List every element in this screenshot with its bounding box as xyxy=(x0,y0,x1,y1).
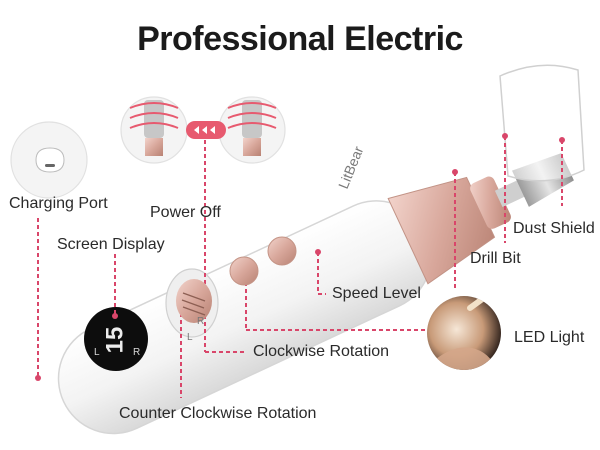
screen-value: 15 xyxy=(101,326,129,354)
rotation-insets xyxy=(120,96,286,164)
led-light-inset xyxy=(427,296,501,370)
label-speed-level: Speed Level xyxy=(332,285,421,302)
switch-right-mark: R xyxy=(197,316,205,327)
rose-gold-collar xyxy=(387,176,511,285)
screen-left-mark: L xyxy=(94,347,100,358)
label-power-off: Power Off xyxy=(150,204,221,221)
label-clockwise: Clockwise Rotation xyxy=(253,343,390,360)
power-button xyxy=(176,279,212,323)
speed-buttons xyxy=(229,236,297,286)
dust-shield xyxy=(499,64,585,182)
label-counter-clockwise: Counter Clockwise Rotation xyxy=(119,405,317,422)
label-drill-bit: Drill Bit xyxy=(470,250,521,267)
switch-left-mark: L xyxy=(187,332,193,343)
charging-port-inset xyxy=(10,121,88,199)
direction-arrows xyxy=(186,121,226,139)
display-screen xyxy=(84,307,148,371)
label-led-light: LED Light xyxy=(514,329,585,346)
label-charging-port: Charging Port xyxy=(9,195,108,212)
page-title: Professional Electric xyxy=(137,20,463,58)
label-screen-display: Screen Display xyxy=(57,236,165,253)
label-dust-shield: Dust Shield xyxy=(513,220,595,237)
screen-right-mark: R xyxy=(133,347,141,358)
